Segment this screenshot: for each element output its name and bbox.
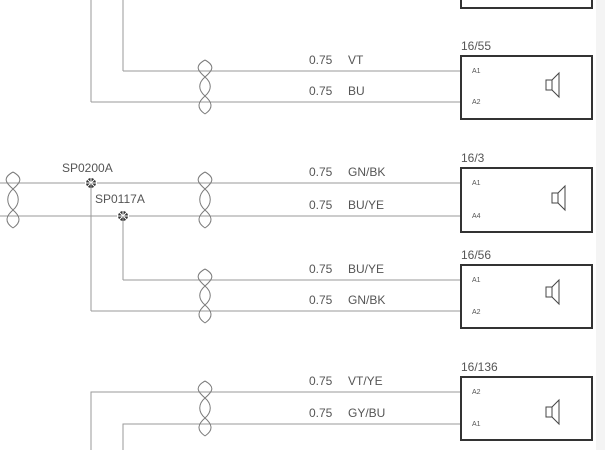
wire-label: GY/BU bbox=[348, 406, 385, 420]
connector-label: 16/55 bbox=[461, 39, 491, 53]
scrollbar-track[interactable] bbox=[596, 0, 605, 450]
pin-label: A2 bbox=[472, 389, 481, 396]
connector-16-56: 16/56 A1 A2 bbox=[460, 248, 593, 329]
connector-top-partial bbox=[460, 0, 593, 9]
speaker-icon bbox=[551, 184, 566, 212]
speaker-icon bbox=[545, 71, 560, 99]
wire-label: 0.75 bbox=[309, 406, 333, 420]
splice-label: SP0200A bbox=[62, 161, 113, 175]
wire-row-5: 0.75 BU/YE bbox=[123, 262, 461, 281]
wire-label: VT/YE bbox=[348, 374, 383, 388]
pin-label: A1 bbox=[472, 180, 481, 187]
connector-16-3: 16/3 A1 A4 bbox=[460, 151, 593, 233]
wire-label: GN/BK bbox=[348, 165, 385, 179]
twisted-pair-icon bbox=[197, 171, 213, 229]
wire-row-8: 0.75 GY/BU bbox=[122, 406, 461, 450]
speaker-icon bbox=[545, 278, 560, 306]
splice-sp0117a: SP0117A bbox=[95, 192, 145, 222]
splice-sp0200a: SP0200A bbox=[62, 161, 113, 189]
wire-row-1: 0.75 VT bbox=[123, 53, 461, 72]
splice-label: SP0117A bbox=[95, 192, 145, 206]
wire-row-4: 0.75 BU/YE bbox=[0, 198, 461, 217]
wire-label: BU bbox=[348, 84, 365, 98]
wire-label: VT bbox=[348, 53, 364, 67]
wire-label: 0.75 bbox=[309, 293, 333, 307]
connector-16-136: 16/136 A2 A1 bbox=[460, 360, 593, 441]
connector-label: 16/136 bbox=[461, 360, 498, 374]
wire-label: 0.75 bbox=[309, 198, 333, 212]
pin-label: A2 bbox=[472, 99, 481, 106]
wire-row-2: 0.75 BU bbox=[91, 84, 461, 103]
wire-label: BU/YE bbox=[348, 262, 384, 276]
wire-row-3: 0.75 GN/BK bbox=[0, 165, 461, 184]
wire-label: 0.75 bbox=[309, 374, 333, 388]
pin-label: A4 bbox=[472, 213, 481, 220]
twisted-pair-icon bbox=[197, 59, 213, 115]
twisted-pair-icon bbox=[5, 171, 21, 229]
wire-label: BU/YE bbox=[348, 198, 384, 212]
speaker-icon bbox=[545, 398, 560, 426]
twisted-pair-icon bbox=[197, 268, 213, 324]
connector-label: 16/3 bbox=[461, 151, 485, 165]
wire-label: 0.75 bbox=[309, 262, 333, 276]
wire-label: 0.75 bbox=[309, 165, 333, 179]
wire-label: 0.75 bbox=[309, 53, 333, 67]
wire-label: GN/BK bbox=[348, 293, 385, 307]
connector-label: 16/56 bbox=[461, 248, 491, 262]
pin-label: A1 bbox=[472, 68, 481, 75]
wires-splice-vertical bbox=[90, 183, 124, 311]
connector-16-55: 16/55 A1 A2 bbox=[460, 39, 593, 120]
pin-label: A2 bbox=[472, 309, 481, 316]
wire-row-7: 0.75 VT/YE bbox=[90, 374, 461, 450]
pin-label: A1 bbox=[472, 277, 481, 284]
wire-label: 0.75 bbox=[309, 84, 333, 98]
wires-top-vertical bbox=[90, 0, 124, 102]
wire-row-6: 0.75 GN/BK bbox=[91, 293, 461, 312]
twisted-pair-icon bbox=[197, 380, 213, 437]
pin-label: A1 bbox=[472, 421, 481, 428]
